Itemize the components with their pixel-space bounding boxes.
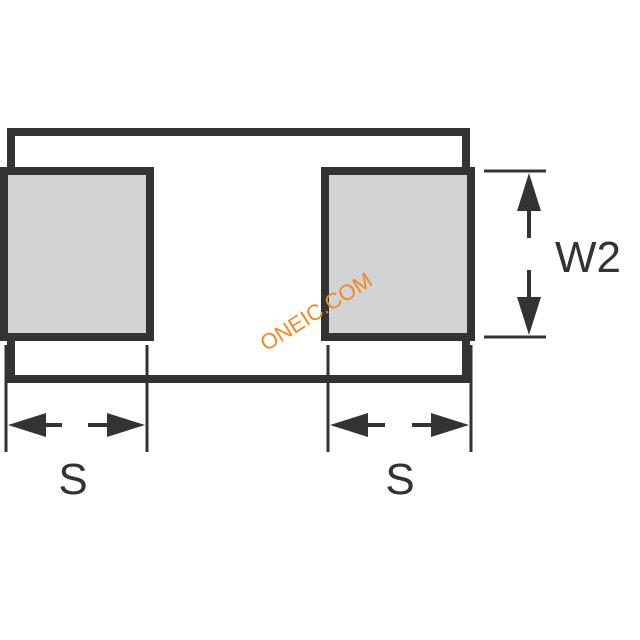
w2-arrow-up-head <box>517 173 541 211</box>
right-pad <box>321 167 475 341</box>
s-right-label: S <box>385 455 414 504</box>
s-left-arrow-left-head <box>8 413 46 437</box>
s-right-arrow-left-head <box>330 413 368 437</box>
left-pad <box>0 167 154 341</box>
s-right-arrow-right-head <box>431 413 469 437</box>
s-left-label: S <box>58 455 87 504</box>
s-left-arrow-right-head <box>107 413 145 437</box>
w2-label: W2 <box>555 233 621 282</box>
w2-arrow-down-head <box>517 297 541 335</box>
